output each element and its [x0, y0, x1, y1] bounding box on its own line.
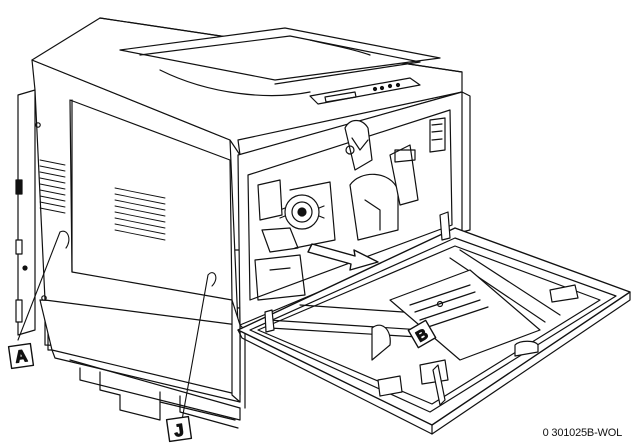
callout-b: B [407, 319, 437, 349]
control-panel [309, 77, 421, 105]
printer-right-side [231, 91, 471, 409]
side-vent [39, 159, 166, 241]
front-door-open [237, 211, 631, 435]
figure-code: 0 301025B-WOL [542, 427, 623, 439]
printer-left-side [15, 59, 239, 336]
callout-j-label: J [173, 420, 185, 440]
gear-icon [279, 194, 325, 230]
removal-arrow-icon [307, 243, 379, 271]
switch-icon [15, 179, 23, 195]
callout-a: A [7, 230, 70, 370]
printer-front-interior [237, 91, 463, 326]
screw-icon [41, 295, 47, 301]
callout-a-label: A [14, 346, 29, 367]
pin-icon [436, 300, 444, 308]
callout-j: J [165, 272, 217, 443]
screw-icon [35, 122, 41, 128]
